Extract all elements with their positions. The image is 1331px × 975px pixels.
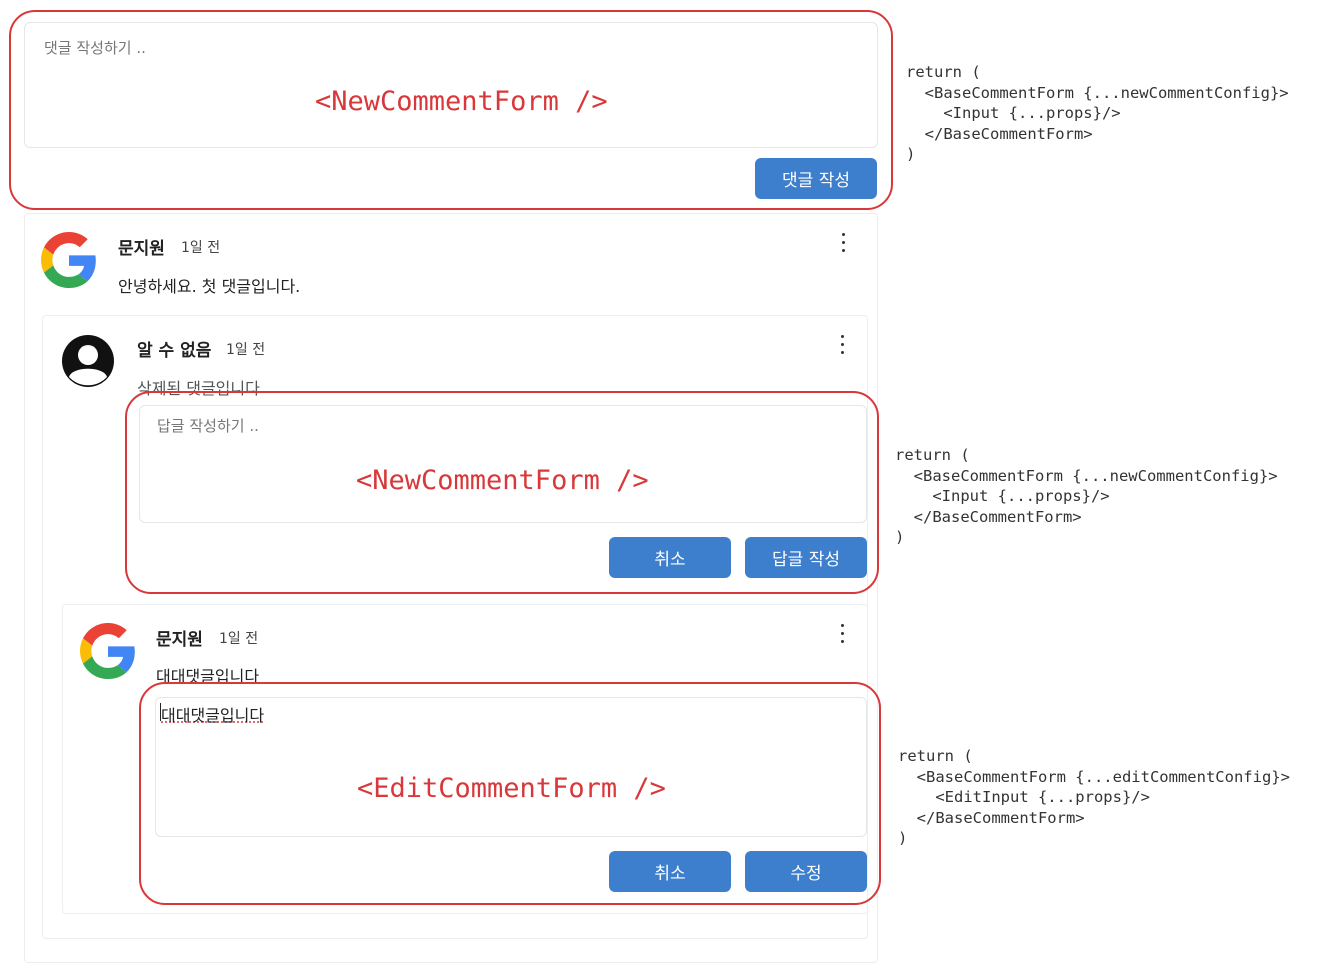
- cancel-reply-button[interactable]: 취소: [609, 537, 731, 578]
- submit-edit-button[interactable]: 수정: [745, 851, 867, 892]
- default-user-icon: [62, 335, 114, 387]
- comment-content: 대대댓글입니다: [156, 667, 260, 686]
- annotation-label-edit-form: <EditCommentForm />: [357, 773, 666, 804]
- comment-time: 1일 전: [226, 342, 266, 358]
- google-logo-icon: [41, 232, 96, 288]
- cancel-edit-button[interactable]: 취소: [609, 851, 731, 892]
- more-options-icon[interactable]: [841, 233, 845, 257]
- code-snippet-reply-form: return ( <BaseCommentForm {...newComment…: [895, 446, 1278, 546]
- comment-author: 문지원: [156, 630, 203, 650]
- more-options-icon[interactable]: [840, 624, 844, 648]
- annotation-label-reply-form: <NewCommentForm />: [356, 465, 649, 496]
- more-options-icon[interactable]: [840, 335, 844, 359]
- annotation-label-new-comment-form: <NewCommentForm />: [315, 86, 608, 117]
- comment-author: 알 수 없음: [137, 341, 212, 361]
- comment-time: 1일 전: [181, 240, 221, 256]
- edit-comment-input[interactable]: [155, 697, 867, 837]
- submit-reply-button[interactable]: 답글 작성: [745, 537, 867, 578]
- comment-author: 문지원: [118, 239, 165, 259]
- code-snippet-new-comment-form: return ( <BaseCommentForm {...newComment…: [906, 63, 1289, 163]
- reply-placeholder: 답글 작성하기 ..: [157, 417, 259, 435]
- new-comment-placeholder: 댓글 작성하기 ..: [44, 39, 146, 57]
- comment-time: 1일 전: [219, 631, 259, 647]
- reply-input[interactable]: [139, 405, 867, 523]
- comment-content: 안녕하세요. 첫 댓글입니다.: [118, 277, 301, 296]
- comment-content: 삭제된 댓글입니다: [137, 379, 260, 398]
- edit-comment-value: 대대댓글입니다: [161, 706, 265, 725]
- submit-comment-button[interactable]: 댓글 작성: [755, 158, 877, 199]
- text-cursor: [160, 703, 161, 721]
- google-logo-icon: [80, 623, 135, 679]
- code-snippet-edit-form: return ( <BaseCommentForm {...editCommen…: [898, 747, 1290, 847]
- new-comment-input[interactable]: [24, 22, 878, 148]
